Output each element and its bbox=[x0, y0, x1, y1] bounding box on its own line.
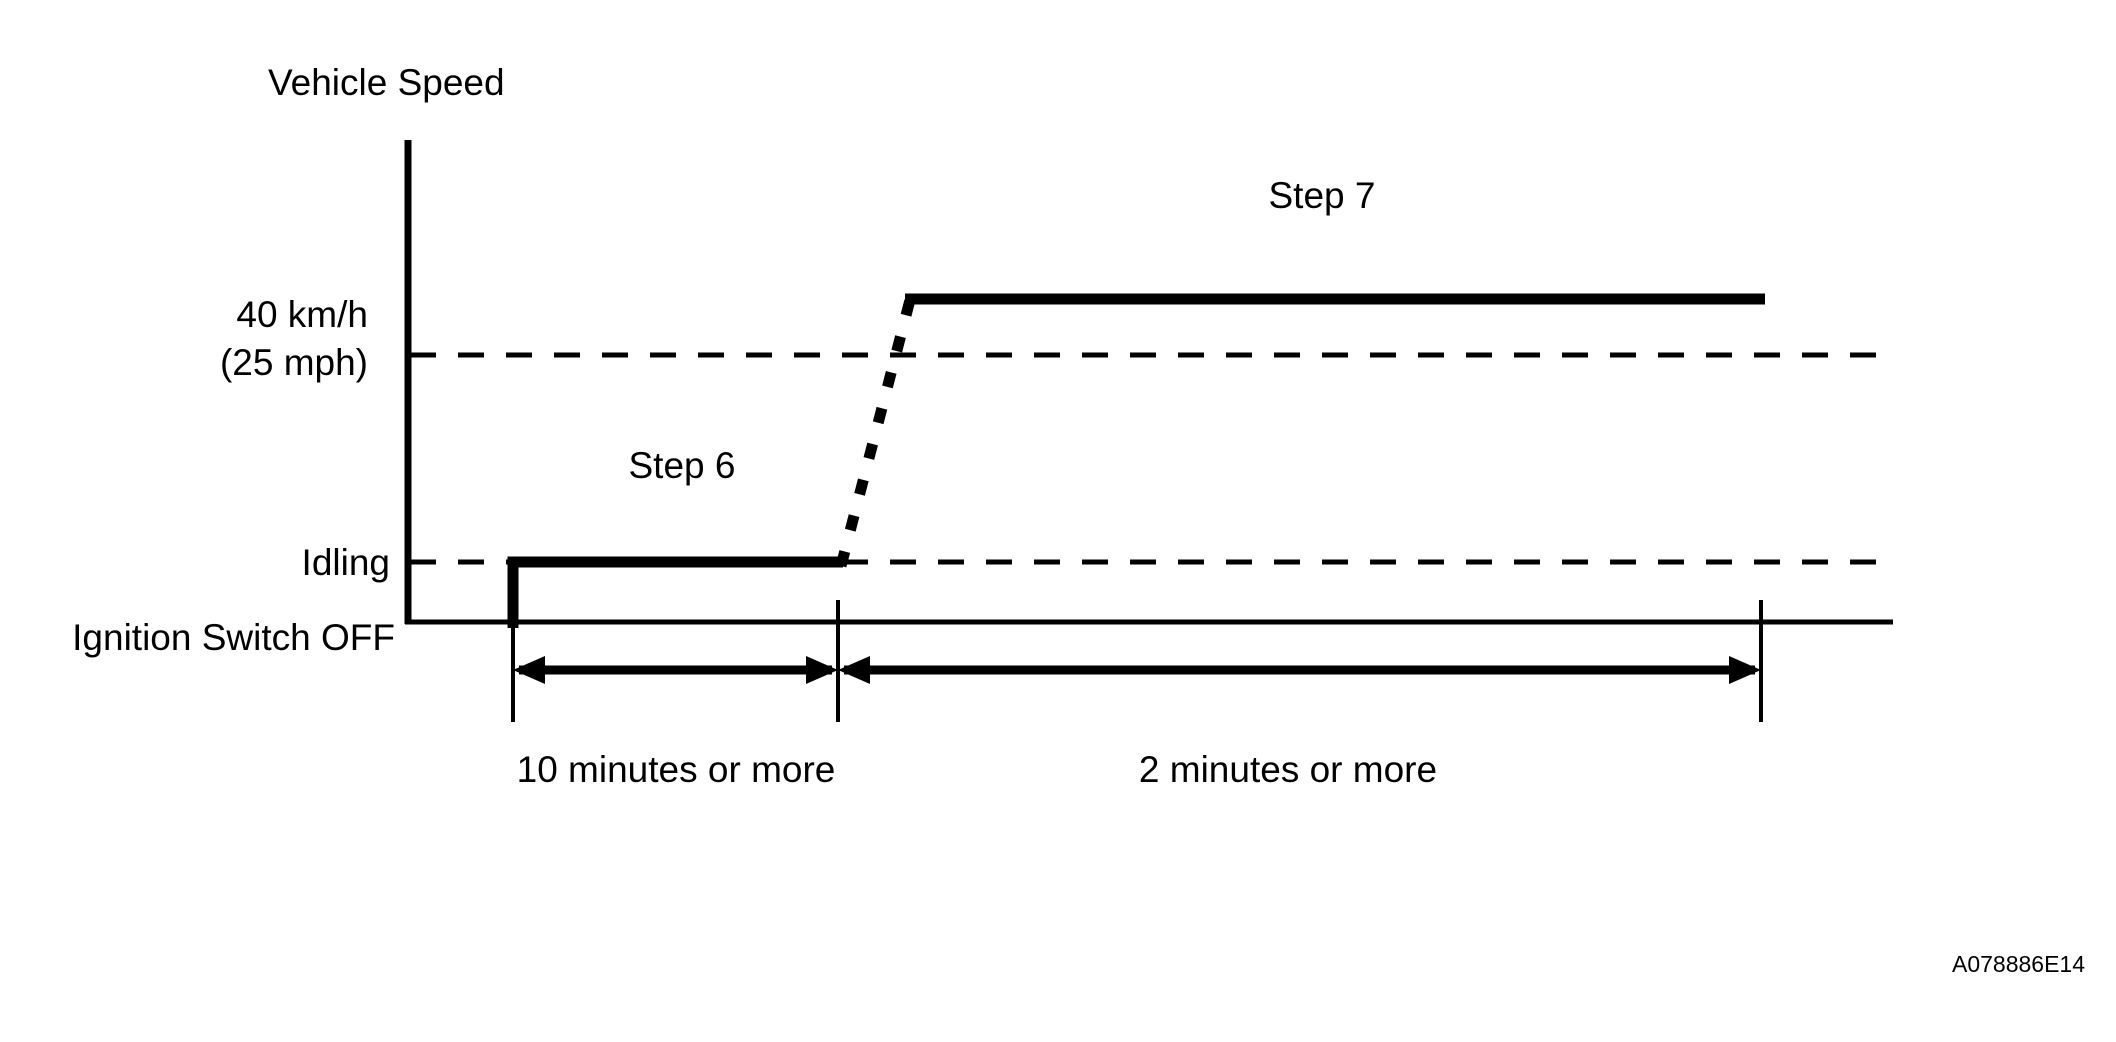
y-axis-title: Vehicle Speed bbox=[268, 62, 505, 103]
y-label-speed-kmh: 40 km/h bbox=[236, 294, 368, 335]
trace-segment-idling bbox=[507, 556, 843, 628]
trace-segment-acceleration bbox=[835, 298, 916, 568]
reference-code: A078886E14 bbox=[1952, 951, 2085, 977]
y-label-speed-mph: (25 mph) bbox=[220, 342, 368, 383]
y-label-idling: Idling bbox=[302, 542, 390, 583]
dimension-label-first: 10 minutes or more bbox=[517, 749, 836, 790]
arrowhead-second-left bbox=[838, 656, 870, 684]
annotation-step-7: Step 7 bbox=[1269, 175, 1376, 216]
arrowhead-first-right bbox=[806, 656, 838, 684]
arrowhead-second-right bbox=[1729, 656, 1761, 684]
annotation-step-6: Step 6 bbox=[629, 445, 736, 486]
y-label-ignition-off: Ignition Switch OFF bbox=[72, 617, 395, 658]
dimension-label-second: 2 minutes or more bbox=[1139, 749, 1437, 790]
arrowhead-first-left bbox=[513, 656, 545, 684]
